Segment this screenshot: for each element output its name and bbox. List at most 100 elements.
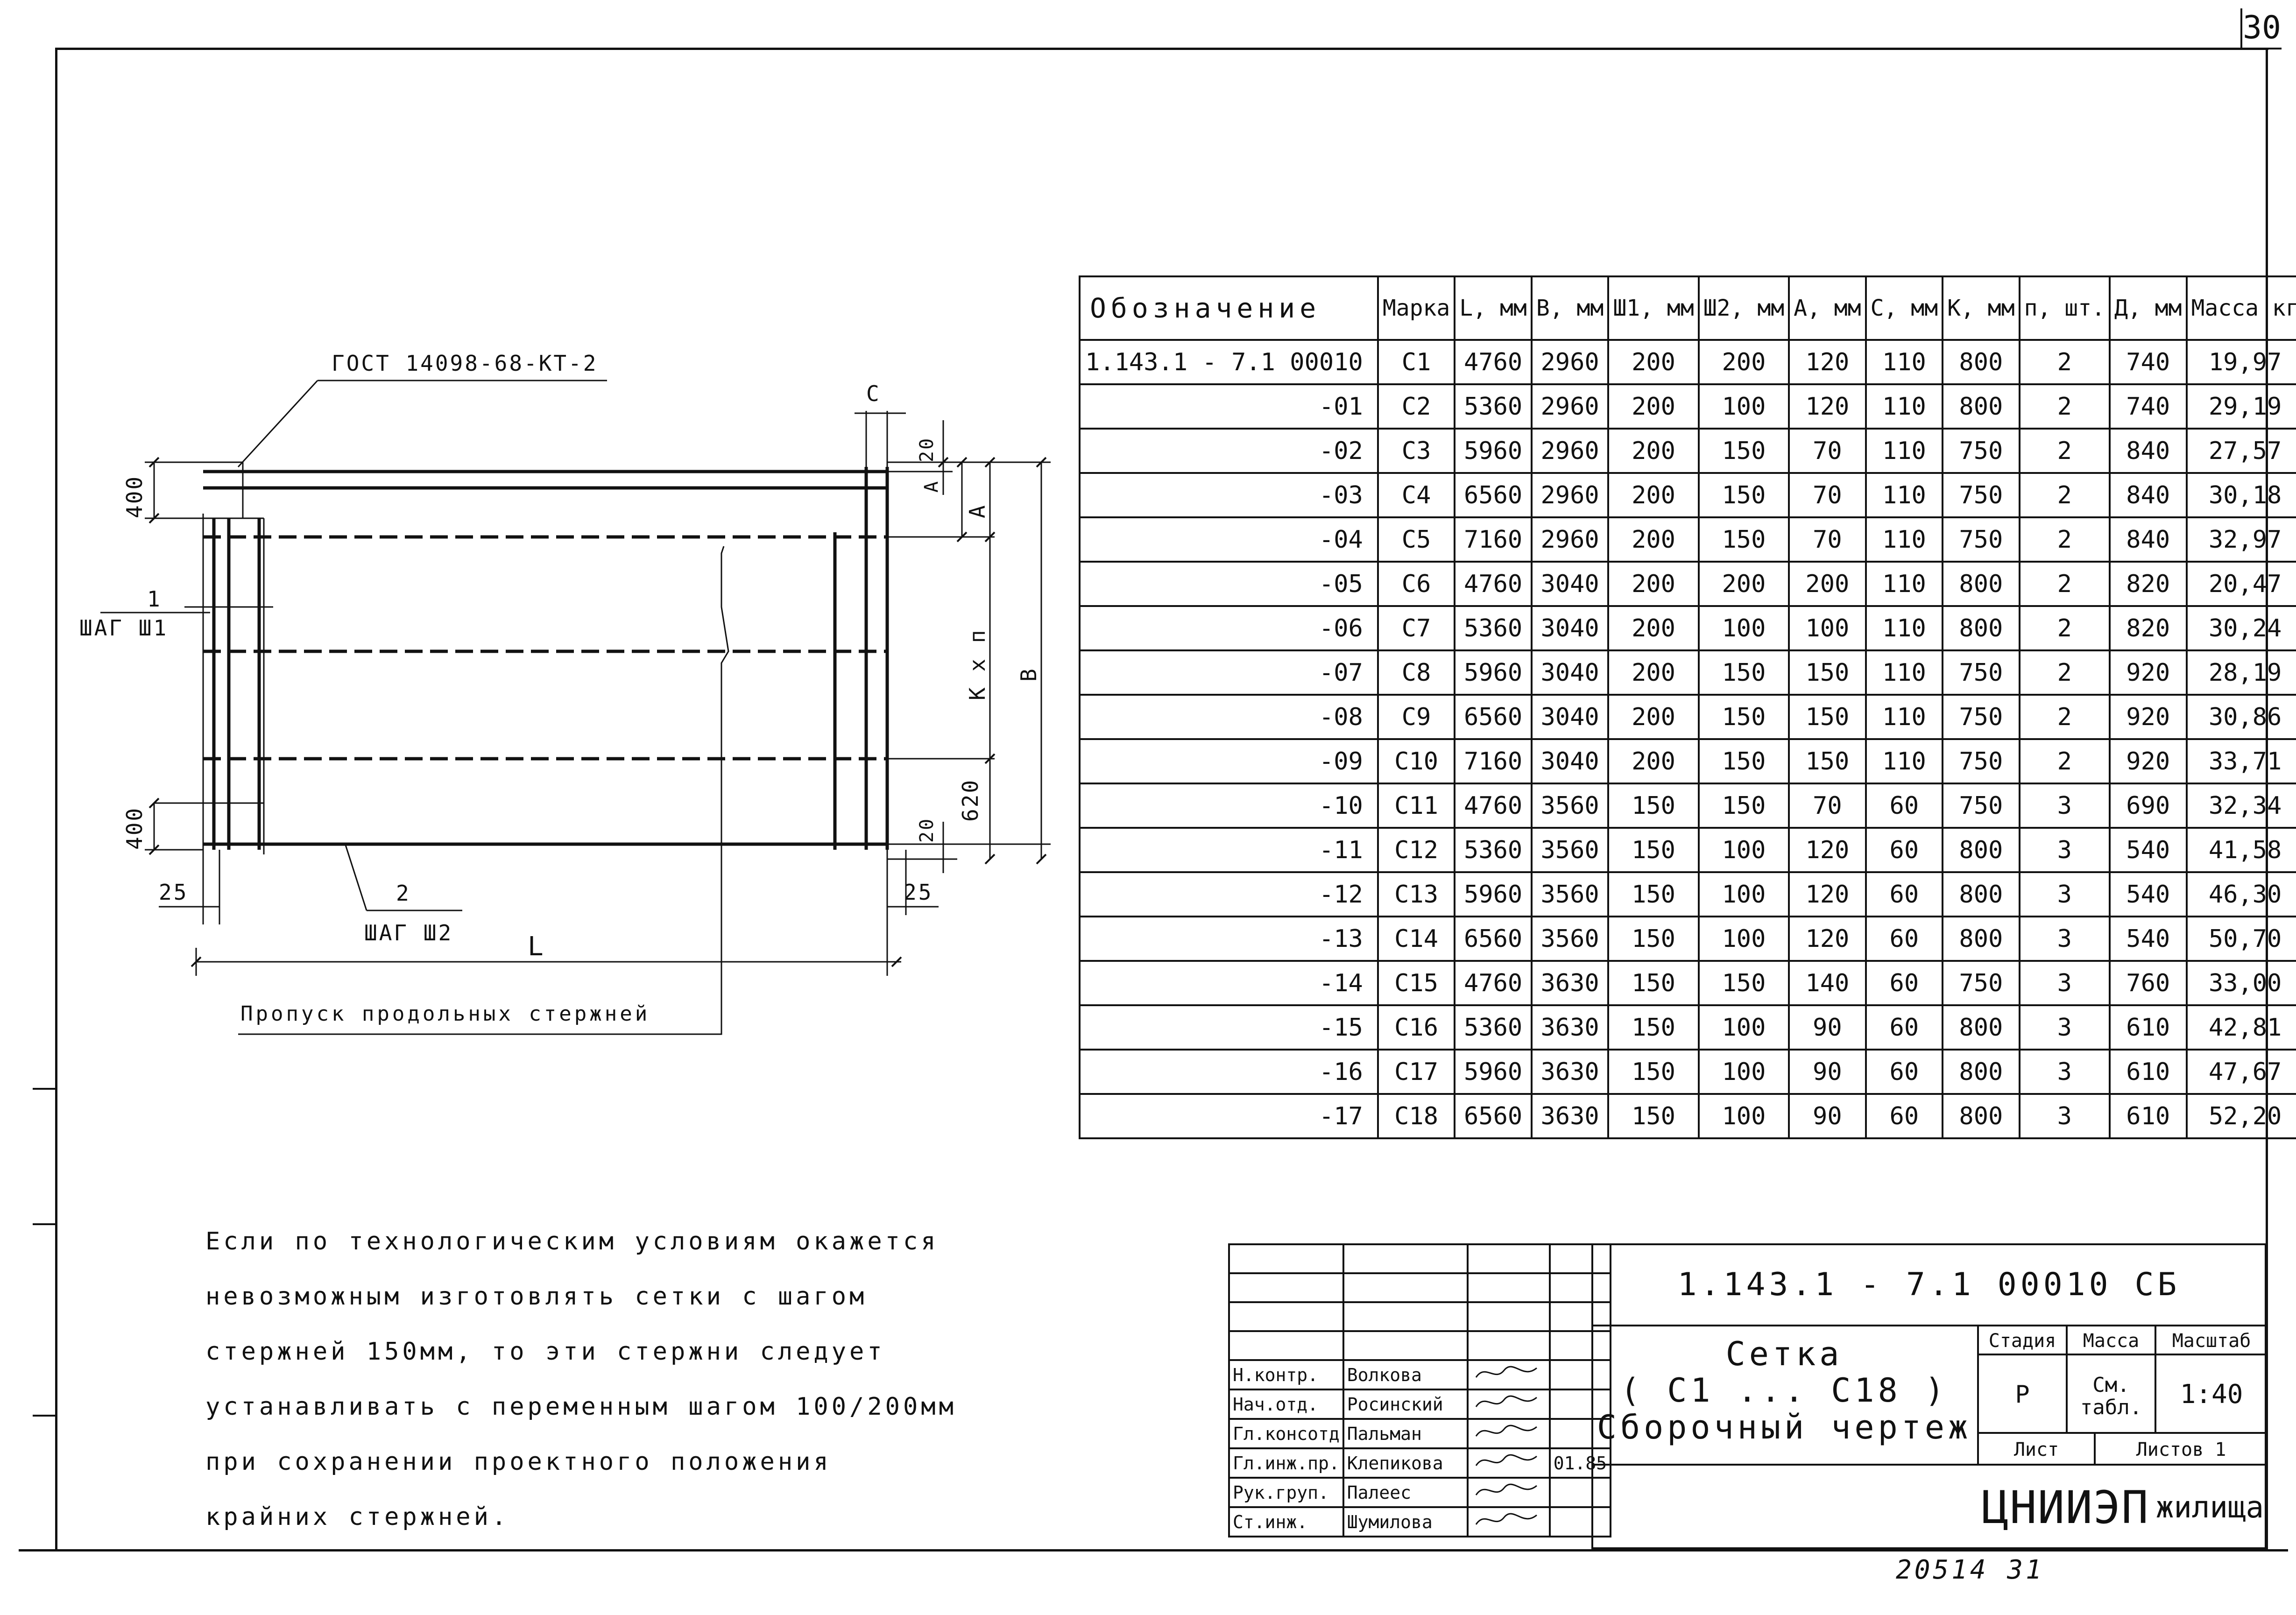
table-cell: 120 bbox=[1788, 339, 1867, 385]
table-cell: 19,97 bbox=[2185, 339, 2296, 385]
table-cell: 540 bbox=[2109, 827, 2188, 873]
table-cell: С2 bbox=[1377, 383, 1456, 430]
signature-row: Ст.инж.Шумилова bbox=[1228, 1506, 1612, 1537]
table-cell: 150 bbox=[1697, 516, 1790, 563]
title-line: Сборочный чертеж bbox=[1597, 1408, 1972, 1446]
table-cell: 140 bbox=[1788, 960, 1867, 1006]
header-sh2: Ш2, мм bbox=[1697, 275, 1790, 341]
designation-cell: -10 bbox=[1079, 783, 1379, 829]
header-sh1: Ш1, мм bbox=[1607, 275, 1700, 341]
signature-name: Пальман bbox=[1342, 1418, 1469, 1449]
table-cell: 200 bbox=[1607, 738, 1700, 784]
table-cell: 2 bbox=[2018, 472, 2111, 518]
organization-subname: жилища bbox=[2155, 1490, 2264, 1525]
frame-bottom-border bbox=[19, 1549, 2288, 1552]
table-cell: 2960 bbox=[1530, 472, 1610, 518]
table-cell: С10 bbox=[1377, 738, 1456, 784]
signature-date bbox=[1548, 1418, 1612, 1449]
signature-name: Палеес bbox=[1342, 1477, 1469, 1508]
table-cell: 800 bbox=[1942, 1093, 2020, 1139]
note-line: при сохранении проектного положения bbox=[205, 1448, 832, 1476]
table-cell: 52,20 bbox=[2185, 1093, 2296, 1139]
table-cell: 2 bbox=[2018, 428, 2111, 474]
signature-role: Гл.консотд bbox=[1228, 1418, 1344, 1449]
table-cell: 3 bbox=[2018, 960, 2111, 1006]
position-2: 2 bbox=[396, 881, 411, 906]
designation-cell: -05 bbox=[1079, 561, 1379, 607]
table-cell: 150 bbox=[1607, 1093, 1700, 1139]
table-cell: 750 bbox=[1942, 428, 2020, 474]
table-cell: 150 bbox=[1607, 783, 1700, 829]
signature-date bbox=[1548, 1359, 1612, 1390]
signature-mark bbox=[1466, 1389, 1551, 1420]
mass-value: См. табл. bbox=[2068, 1355, 2156, 1434]
table-cell: 3630 bbox=[1530, 1049, 1610, 1095]
signature-name: Шумилова bbox=[1342, 1506, 1469, 1537]
stage-header: Стадия bbox=[1979, 1326, 2068, 1355]
header-d: Д, мм bbox=[2109, 275, 2188, 341]
table-cell: 840 bbox=[2109, 516, 2188, 563]
table-cell: 100 bbox=[1697, 827, 1790, 873]
table-cell: 150 bbox=[1788, 694, 1867, 740]
table-cell: 60 bbox=[1865, 1049, 1944, 1095]
scale-header: Масштаб bbox=[2156, 1326, 2267, 1355]
table-cell: 120 bbox=[1788, 827, 1867, 873]
table-cell: 4760 bbox=[1454, 561, 1533, 607]
table-cell: 7160 bbox=[1454, 738, 1533, 784]
table-cell: 30,24 bbox=[2185, 605, 2296, 651]
specification-table: Обозначение Марка L, мм В, мм Ш1, мм Ш2,… bbox=[1079, 275, 2296, 1139]
table-cell: 3040 bbox=[1530, 694, 1610, 740]
technical-note: Если по технологическим условиям окажетс… bbox=[205, 1214, 957, 1544]
dim-a: А bbox=[965, 504, 990, 518]
table-cell: 840 bbox=[2109, 472, 2188, 518]
table-cell: 200 bbox=[1607, 428, 1700, 474]
note-line: устанавливать с переменным шагом 100/200… bbox=[205, 1393, 957, 1421]
designation-cell: 1.143.1 - 7.1 00010 bbox=[1079, 339, 1379, 385]
table-cell: 100 bbox=[1697, 871, 1790, 917]
organization: ЦНИИЭП жилища bbox=[1979, 1466, 2267, 1549]
table-cell: 5360 bbox=[1454, 605, 1533, 651]
header-n: п, шт. bbox=[2018, 275, 2111, 341]
designation-cell: -15 bbox=[1079, 1004, 1379, 1051]
table-cell: 60 bbox=[1865, 1004, 1944, 1051]
table-cell: 27,57 bbox=[2185, 428, 2296, 474]
table-cell: 3 bbox=[2018, 916, 2111, 962]
note-line: невозможным изготовлять сетки с шагом bbox=[205, 1283, 868, 1311]
table-cell: 820 bbox=[2109, 605, 2188, 651]
table-cell: 2960 bbox=[1530, 339, 1610, 385]
table-cell: 3 bbox=[2018, 1093, 2111, 1139]
table-cell: 90 bbox=[1788, 1004, 1867, 1051]
table-cell: 110 bbox=[1865, 516, 1944, 563]
table-cell: 150 bbox=[1607, 1004, 1700, 1051]
table-cell: 750 bbox=[1942, 649, 2020, 696]
table-cell: 20,47 bbox=[2185, 561, 2296, 607]
table-cell: 3630 bbox=[1530, 1004, 1610, 1051]
table-cell: 2 bbox=[2018, 694, 2111, 740]
sheet-number: 30 bbox=[2240, 8, 2282, 49]
table-cell: 42,81 bbox=[2185, 1004, 2296, 1051]
signature-role: Н.контр. bbox=[1228, 1359, 1344, 1390]
stage-mass-scale-grid: Стадия Масса Масштаб Р См. табл. 1:40 Ли… bbox=[1979, 1326, 2267, 1466]
table-cell: С15 bbox=[1377, 960, 1456, 1006]
header-a: А, мм bbox=[1788, 275, 1867, 341]
table-cell: 3630 bbox=[1530, 1093, 1610, 1139]
table-cell: 41,58 bbox=[2185, 827, 2296, 873]
table-cell: 110 bbox=[1865, 383, 1944, 430]
table-cell: 800 bbox=[1942, 605, 2020, 651]
table-cell: 7160 bbox=[1454, 516, 1533, 563]
table-cell: 750 bbox=[1942, 960, 2020, 1006]
table-cell: 3040 bbox=[1530, 738, 1610, 784]
designation-cell: -03 bbox=[1079, 472, 1379, 518]
table-cell: С18 bbox=[1377, 1093, 1456, 1139]
table-cell: 60 bbox=[1865, 827, 1944, 873]
gost-label: ГОСТ 14098-68-КТ-2 bbox=[332, 351, 598, 376]
mass-header: Масса bbox=[2068, 1326, 2156, 1355]
table-cell: С7 bbox=[1377, 605, 1456, 651]
dim-20-bottom: 20 bbox=[916, 817, 938, 843]
designation-cell: -08 bbox=[1079, 694, 1379, 740]
